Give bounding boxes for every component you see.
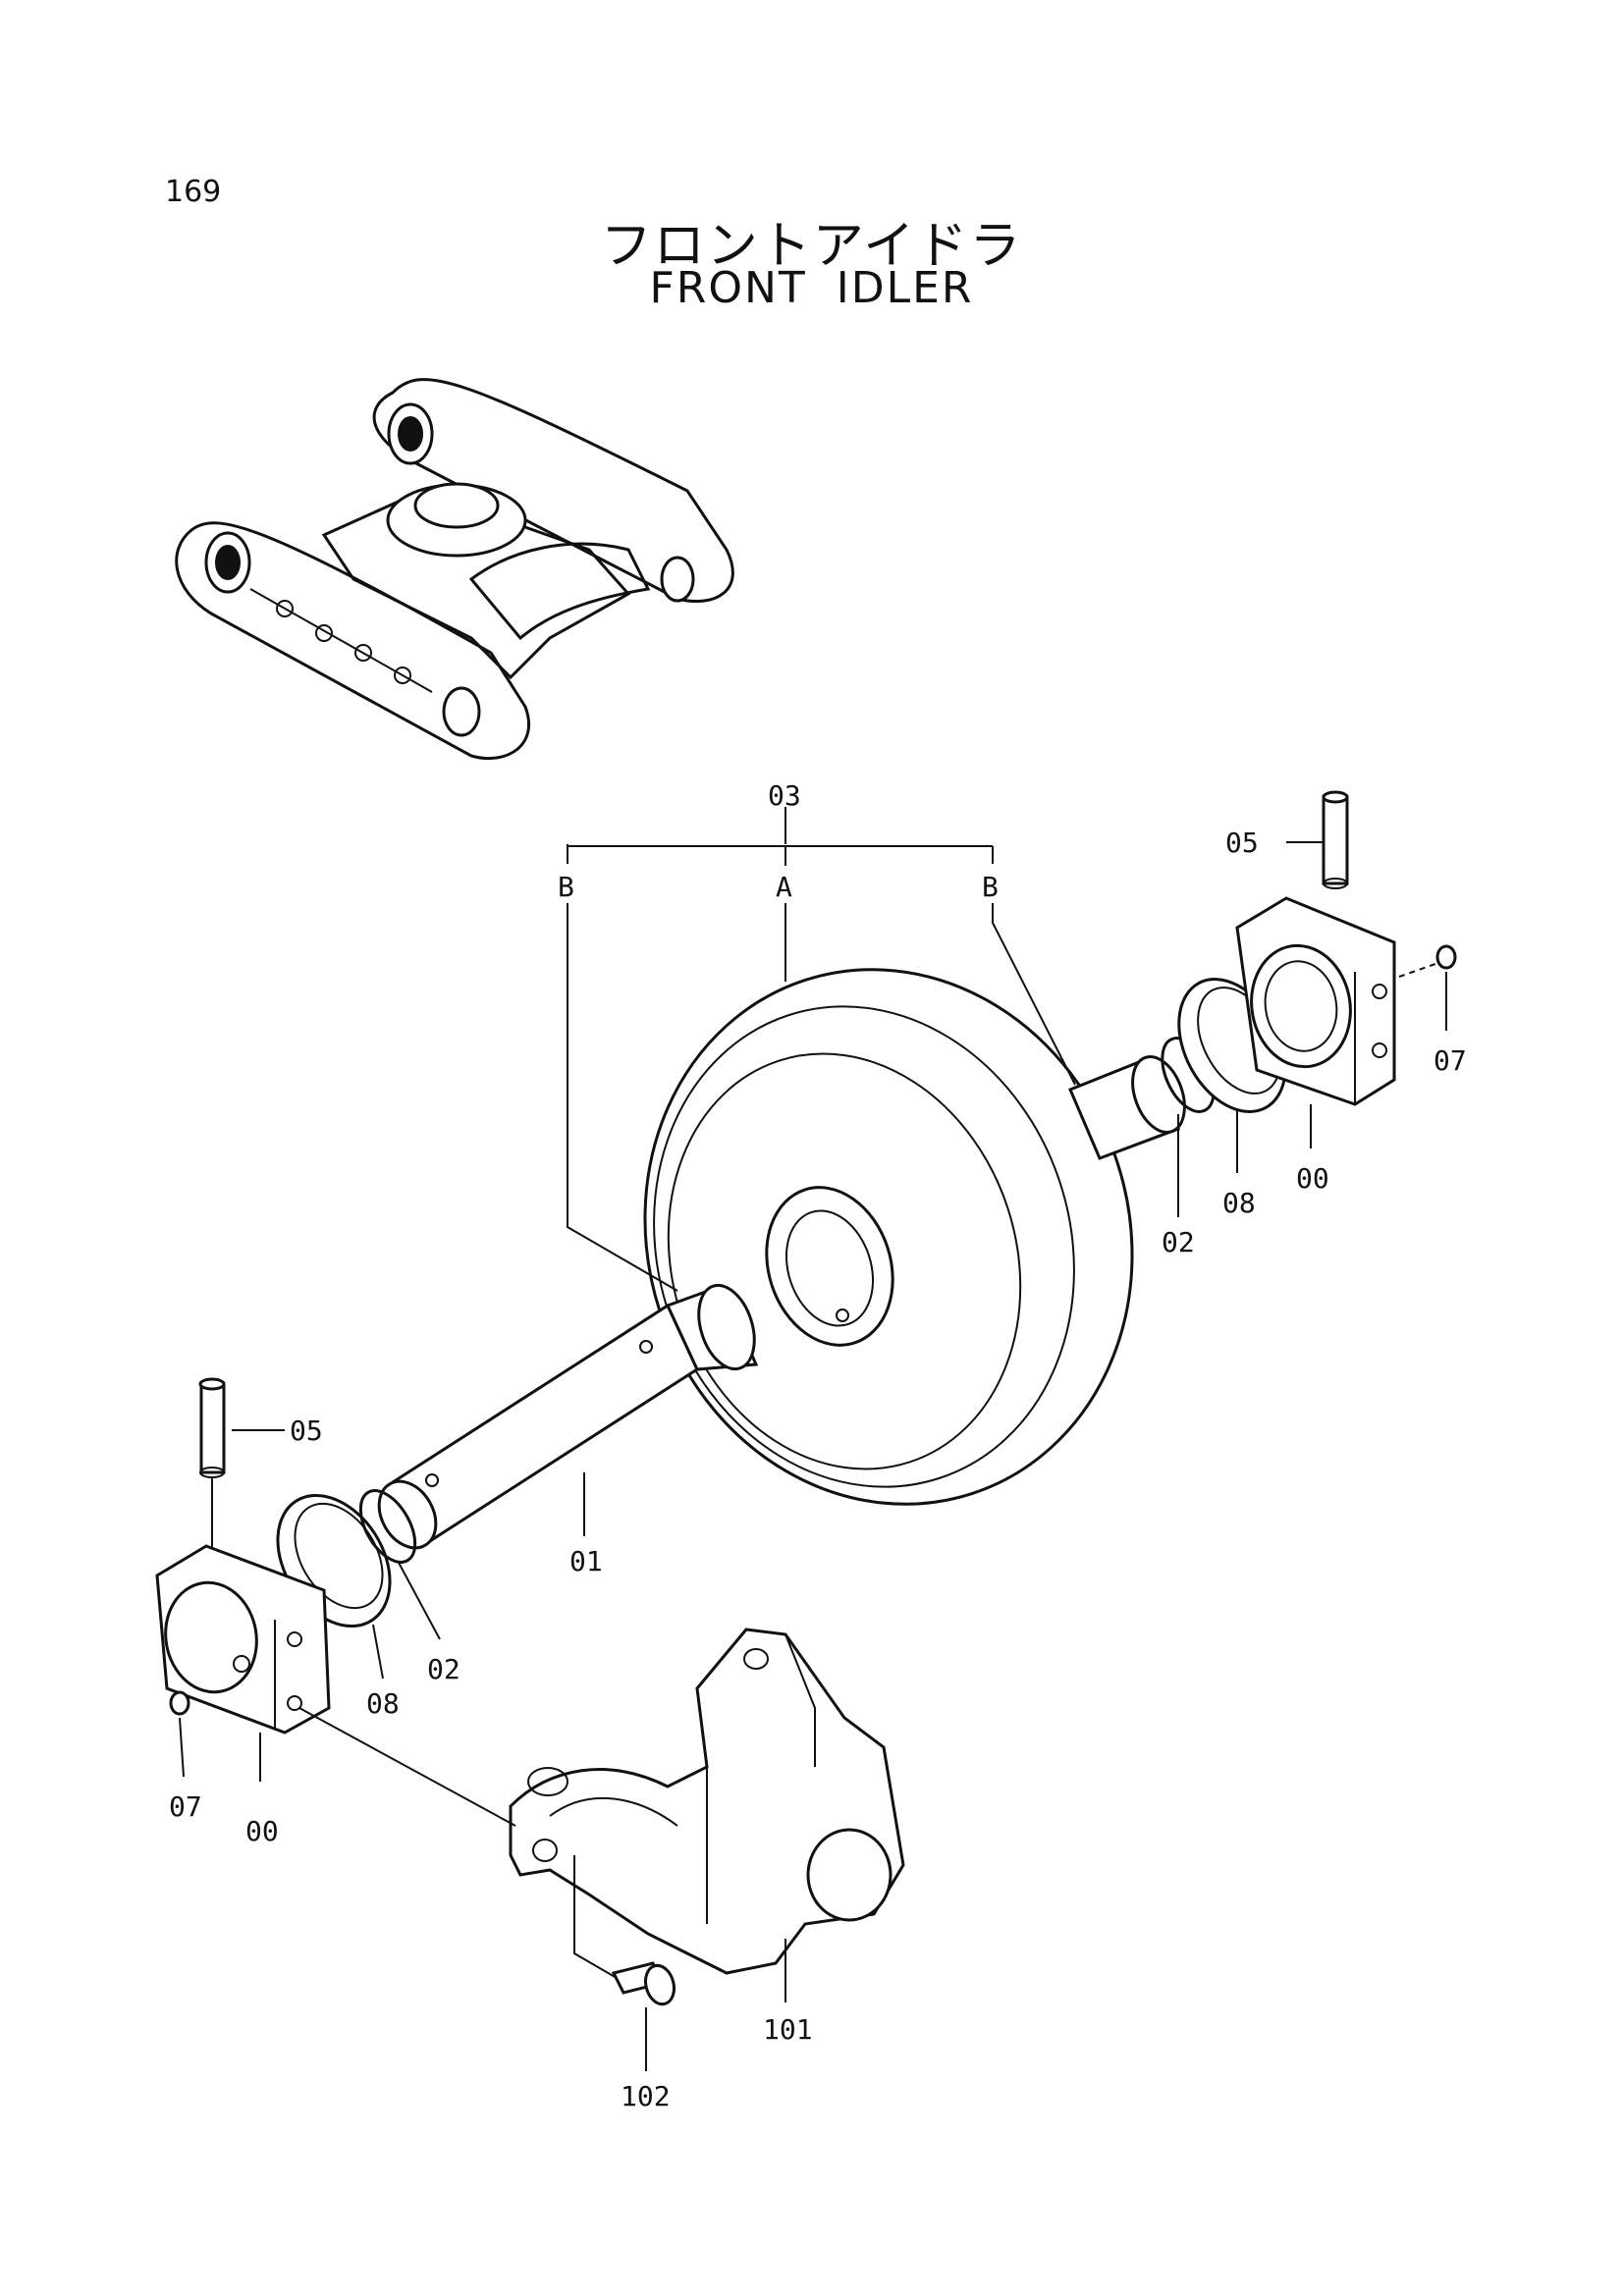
callout-b-left: B bbox=[558, 871, 574, 903]
left-pin-05 bbox=[198, 1377, 226, 1571]
callout-05-left: 05 bbox=[290, 1415, 323, 1447]
right-plug-07 bbox=[1398, 944, 1457, 978]
left-plug-07 bbox=[169, 1690, 190, 1716]
callout-08-right: 08 bbox=[1222, 1187, 1256, 1219]
callout-02-right: 02 bbox=[1162, 1226, 1195, 1258]
leader-lines bbox=[179, 841, 1447, 2071]
shaft-01 bbox=[377, 1283, 759, 1550]
callout-05-right: 05 bbox=[1225, 827, 1259, 859]
page-number: 169 bbox=[165, 175, 222, 209]
callout-00-left: 00 bbox=[245, 1815, 279, 1847]
callout-08-left: 08 bbox=[366, 1687, 400, 1720]
callout-101: 101 bbox=[763, 2013, 813, 2046]
callout-02-left: 02 bbox=[427, 1653, 460, 1685]
callout-labels: 03 B A B 05 07 08 00 02 05 01 02 08 07 0… bbox=[169, 779, 1467, 2112]
callout-a: A bbox=[776, 871, 792, 903]
callout-07-right: 07 bbox=[1434, 1044, 1467, 1077]
right-support-00 bbox=[1235, 896, 1396, 1106]
title-english: FRONT IDLER bbox=[649, 263, 974, 313]
callout-07-left: 07 bbox=[169, 1790, 202, 1823]
callout-102: 102 bbox=[621, 2080, 671, 2112]
title-japanese: フロントアイドラ bbox=[600, 217, 1023, 276]
yoke-101 bbox=[509, 1628, 905, 1975]
callout-00-right: 00 bbox=[1296, 1162, 1329, 1195]
callout-01: 01 bbox=[569, 1545, 603, 1577]
right-pin-05 bbox=[1322, 790, 1349, 889]
idler-wheel bbox=[643, 968, 1134, 1506]
undercarriage-overview bbox=[175, 378, 734, 761]
left-support-00 bbox=[155, 1544, 331, 1735]
callout-03: 03 bbox=[768, 779, 801, 812]
assembly-03-bracket bbox=[567, 807, 994, 866]
callout-b-right: B bbox=[982, 871, 999, 903]
bolt-102 bbox=[611, 1961, 676, 2006]
